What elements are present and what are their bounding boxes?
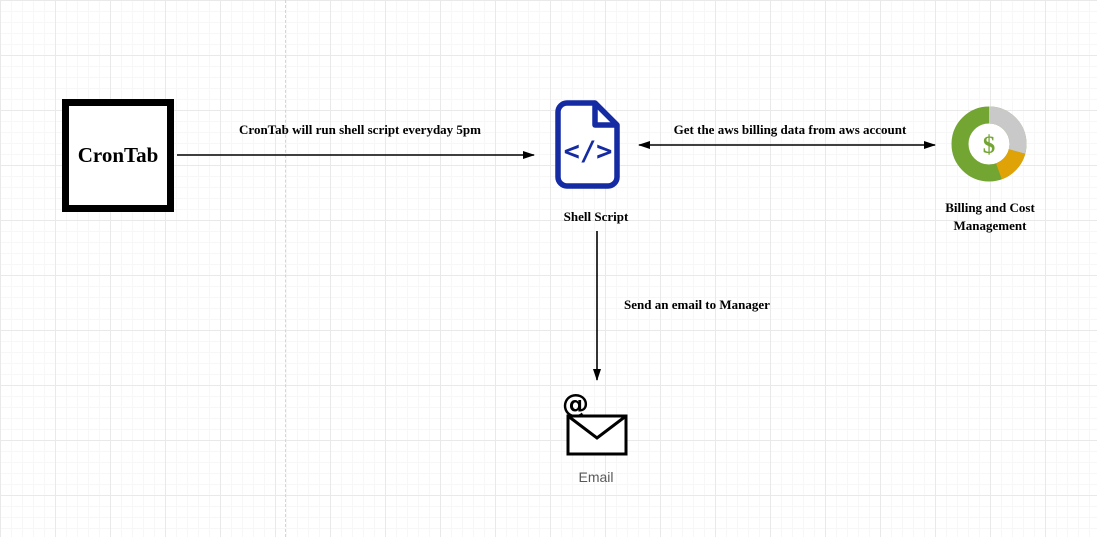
email-label: Email xyxy=(578,469,614,485)
page-divider-line xyxy=(285,0,286,537)
edge-label-crontab-to-shellscript[interactable]: CronTab will run shell script everyday 5… xyxy=(239,122,481,137)
edge-label-shellscript-to-email[interactable]: Send an email to Manager xyxy=(624,297,770,312)
billing-label: Billing and Cost Management xyxy=(945,200,1035,233)
crontab-label: CronTab xyxy=(77,143,159,167)
donut-hole xyxy=(969,124,1009,164)
donut-gray-segment xyxy=(951,106,1027,182)
file-fold-corner xyxy=(592,103,617,128)
node-shell-script[interactable]: </> xyxy=(543,97,631,195)
email-envelope-icon: @ xyxy=(562,389,628,456)
node-email[interactable]: @ xyxy=(560,388,632,458)
envelope-flap xyxy=(567,414,627,440)
code-glyph: </> xyxy=(564,136,613,167)
dollar-glyph: $ xyxy=(983,132,996,159)
node-billing[interactable]: $ xyxy=(945,100,1033,188)
code-file-icon: </> xyxy=(555,100,620,189)
node-crontab[interactable]: CronTab xyxy=(62,99,174,212)
donut-chart-dollar-icon: $ xyxy=(951,106,1027,182)
edge-label-shellscript-to-billing[interactable]: Get the aws billing data from aws accoun… xyxy=(673,122,907,137)
donut-yellow-segment xyxy=(951,106,1027,182)
shell-script-label: Shell Script xyxy=(563,209,629,224)
